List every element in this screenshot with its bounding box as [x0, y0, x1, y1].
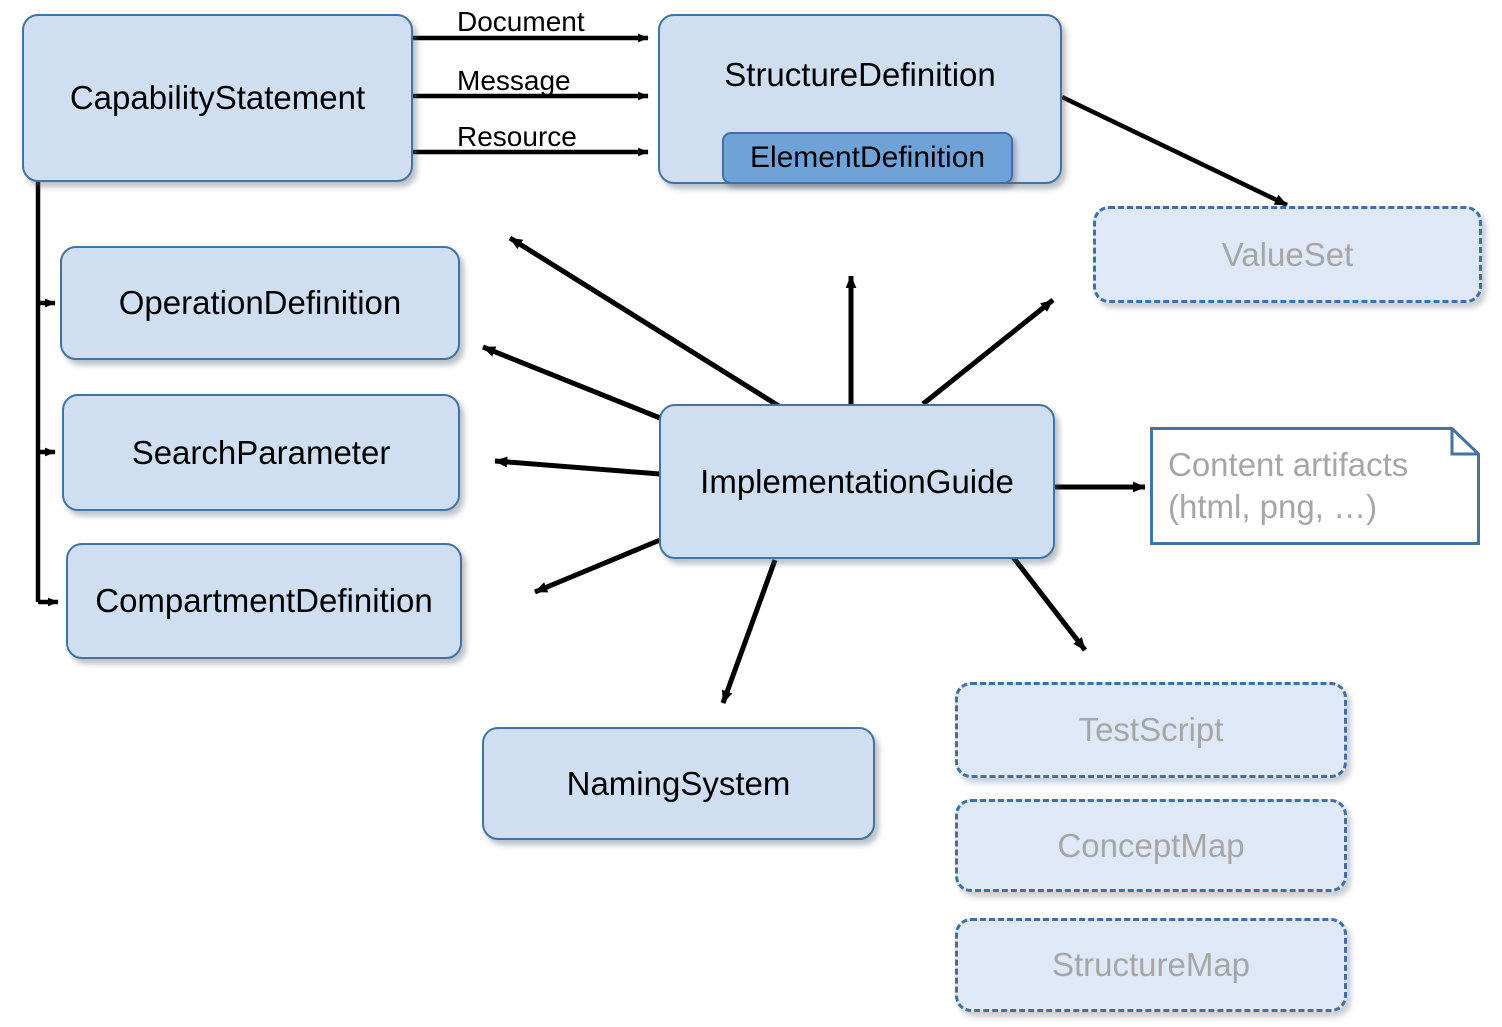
edge-ig-to-compartment-definition	[534, 537, 661, 595]
node-label: OperationDefinition	[118, 284, 402, 322]
node-label: TestScript	[1078, 711, 1224, 749]
node-label: Content artifacts (html, png, …)	[1168, 445, 1409, 525]
node-structure-definition[interactable]: StructureDefinition ElementDefinition	[658, 14, 1062, 184]
node-search-parameter[interactable]: SearchParameter	[62, 394, 460, 511]
node-label: ImplementationGuide	[700, 462, 1014, 500]
node-compartment-definition[interactable]: CompartmentDefinition	[66, 543, 462, 659]
node-test-script[interactable]: TestScript	[955, 682, 1347, 778]
node-content-artifacts[interactable]: Content artifacts (html, png, …)	[1150, 427, 1480, 545]
node-implementation-guide[interactable]: ImplementationGuide	[659, 404, 1055, 559]
note-shape-icon	[1150, 427, 1480, 545]
node-element-definition[interactable]: ElementDefinition	[722, 132, 1013, 184]
edge-label-message: Message	[457, 65, 571, 96]
edge-ig-to-search-parameter	[494, 456, 661, 477]
node-label: CompartmentDefinition	[95, 582, 433, 620]
edge-ig-to-structure-definition	[508, 235, 784, 411]
node-label: CapabilityStatement	[69, 79, 366, 117]
node-label: NamingSystem	[566, 764, 791, 802]
edge-label-document: Document	[457, 6, 585, 37]
edge-capability-bus	[35, 180, 59, 607]
node-label: ElementDefinition	[749, 140, 986, 174]
edge-ig-to-operation-definition	[482, 344, 661, 421]
node-naming-system[interactable]: NamingSystem	[482, 727, 875, 840]
node-capability-statement[interactable]: CapabilityStatement	[22, 14, 413, 182]
edge-label-resource: Resource	[457, 121, 577, 152]
node-structure-map[interactable]: StructureMap	[955, 918, 1347, 1012]
edge-ig-to-naming-system	[720, 559, 778, 704]
node-value-set[interactable]: ValueSet	[1093, 206, 1482, 303]
edge-structure-to-valueset	[1061, 94, 1288, 208]
node-operation-definition[interactable]: OperationDefinition	[60, 246, 460, 360]
node-label: StructureMap	[1051, 946, 1251, 984]
edge-ig-to-test-script	[1011, 555, 1087, 652]
node-label: ConceptMap	[1057, 826, 1245, 864]
edge-ig-to-valueset	[921, 298, 1055, 406]
node-label: ValueSet	[1221, 235, 1354, 273]
node-label: SearchParameter	[131, 433, 391, 471]
node-concept-map[interactable]: ConceptMap	[955, 799, 1347, 892]
node-label: StructureDefinition	[724, 56, 996, 93]
